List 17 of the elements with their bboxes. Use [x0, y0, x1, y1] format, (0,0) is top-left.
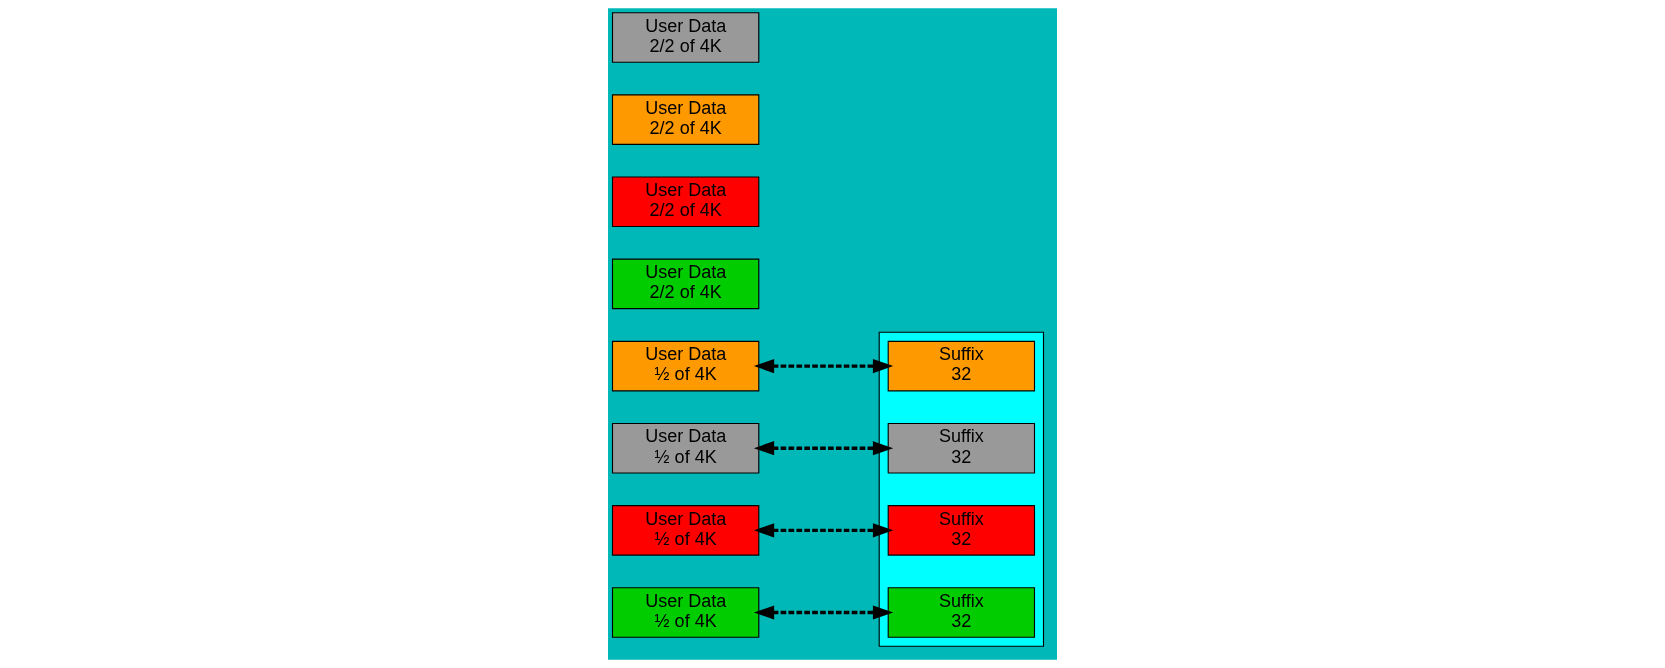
node-box: User Data ½ of 4K — [611, 422, 760, 474]
arrow — [753, 441, 894, 456]
arrow — [753, 605, 894, 620]
node-box: Suffix 32 — [887, 505, 1036, 556]
node-box: User Data ½ of 4K — [611, 505, 760, 556]
node-box: User Data 2/2 of 4K — [611, 94, 760, 145]
node-box: Suffix 32 — [887, 587, 1036, 638]
node-box: User Data ½ of 4K — [611, 340, 760, 392]
arrow — [753, 523, 894, 538]
node-box: User Data 2/2 of 4K — [611, 258, 760, 310]
arrow — [753, 358, 894, 374]
cluster — [878, 331, 1045, 647]
node-box: User Data 2/2 of 4K — [611, 12, 760, 63]
node-box: User Data ½ of 4K — [611, 587, 760, 638]
node-box: Suffix 32 — [887, 340, 1036, 392]
node-box: User Data 2/2 of 4K — [611, 176, 760, 228]
node-box: Suffix 32 — [887, 422, 1036, 474]
